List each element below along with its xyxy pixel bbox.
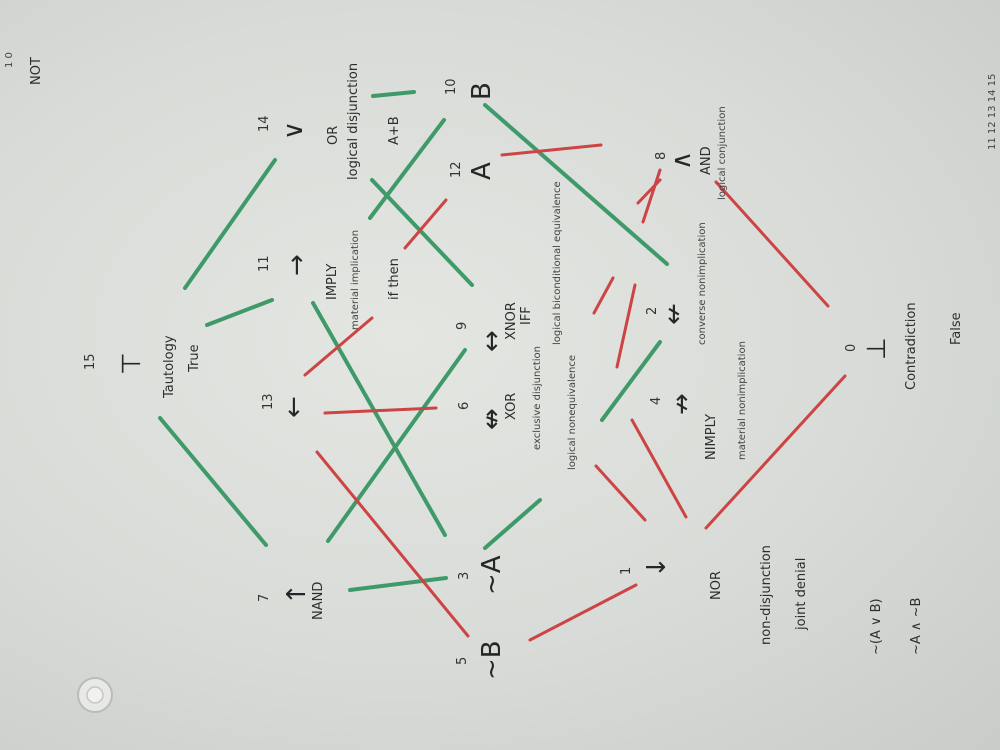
red-edges	[303, 143, 847, 642]
edge-red	[615, 283, 637, 369]
node-8-and-symbol: ∧	[667, 151, 697, 170]
edge-red	[630, 418, 688, 519]
edge-green	[158, 416, 268, 547]
node-14-label-a-plus-b: A+B	[387, 116, 402, 145]
node-12-a-symbol: A	[467, 162, 497, 180]
node-10-b-symbol: B	[467, 82, 497, 100]
node-0-contradiction-symbol: ⊥	[862, 337, 892, 360]
node-11-label-imply: IMPLY	[325, 264, 340, 300]
corner-bottom-digits: 11 12 13 14 15	[987, 74, 998, 150]
edge-red	[528, 583, 638, 642]
edge-red	[323, 406, 438, 415]
node-0-number: 0	[844, 344, 859, 352]
node-9-number: 9	[455, 322, 470, 330]
node-4-label-material-non: material nonimplication	[737, 341, 748, 460]
node-3-number: 3	[457, 572, 472, 580]
edge-green	[371, 90, 416, 98]
node-11-number: 11	[257, 255, 272, 272]
edge-red	[641, 168, 662, 224]
node-6-xor-symbol: ↮	[477, 408, 507, 430]
node-6-label-nonequivalence: logical nonequivalence	[567, 355, 578, 470]
edge-red	[704, 374, 847, 530]
edge-green	[483, 103, 669, 266]
edge-red	[714, 180, 830, 308]
node-2-converse-symbol: ↚	[659, 303, 689, 325]
node-6-label-xor: XOR	[504, 393, 519, 420]
node-15-number: 15	[83, 353, 98, 370]
edge-green	[370, 178, 474, 287]
edge-green	[483, 498, 542, 550]
node-4-label-nimply: NIMPLY	[704, 414, 719, 460]
node-6-label-exclusive: exclusive disjunction	[532, 346, 543, 450]
node-9-label-iff: IFF	[519, 306, 534, 325]
node-9-label-biconditional: logical biconditional equivalence	[552, 181, 563, 345]
node-5-not-b-symbol: ~B	[477, 640, 507, 680]
node-1-label-not-a-and-not-b: ~A ∧ ~B	[909, 598, 924, 655]
node-9-label-xnor: XNOR	[504, 302, 519, 340]
node-11-imply-symbol: →	[282, 254, 312, 276]
node-13-number: 13	[261, 393, 276, 410]
node-1-number: 1	[619, 567, 634, 575]
node-14-or-symbol: ∨	[279, 121, 309, 140]
edge-green	[205, 298, 274, 327]
node-1-label-joint-denial: joint denial	[794, 558, 809, 631]
green-edges	[158, 90, 669, 592]
edge-red	[592, 276, 615, 315]
edge-green	[326, 348, 467, 543]
node-1-label-not-a-or-b: ~(A ∨ B)	[869, 598, 884, 655]
node-14-label-or: OR	[326, 126, 341, 145]
node-7-number: 7	[257, 594, 272, 602]
node-15-label-true: True	[187, 344, 202, 373]
node-13-arrow-symbol: ←	[279, 396, 309, 418]
node-8-label-conjunction: logical conjunction	[717, 106, 728, 200]
node-10-number: 10	[444, 78, 459, 95]
node-7-label-nand: NAND	[311, 582, 326, 620]
node-5-number: 5	[455, 657, 470, 665]
node-14-label-disjunction: logical disjunction	[346, 63, 361, 180]
node-12-number: 12	[449, 161, 464, 178]
node-11-label-material: material implication	[350, 230, 361, 330]
node-7-nand-symbol: ↑	[282, 583, 312, 605]
not-corner-label: NOT	[29, 57, 44, 85]
edge-red	[500, 143, 603, 157]
node-14-number: 14	[257, 115, 272, 132]
node-1-label-non-disjunction: non-disjunction	[759, 545, 774, 645]
node-1-label-nor: NOR	[709, 571, 724, 600]
edge-green	[311, 301, 447, 537]
node-1-nor-symbol: ↓	[642, 556, 672, 578]
edge-green	[348, 576, 448, 592]
node-2-label-converse: converse nonimplication	[697, 222, 708, 345]
node-4-nimply-symbol: ↛	[667, 393, 697, 415]
node-4-number: 4	[649, 397, 664, 405]
edge-red	[303, 316, 374, 377]
node-9-xnor-symbol: ↔	[477, 330, 507, 352]
corner-top-digits: 1 0	[4, 52, 15, 68]
node-6-number: 6	[457, 402, 472, 410]
node-2-number: 2	[645, 307, 660, 315]
edge-red	[315, 450, 470, 638]
node-3-not-a-symbol: ~A	[477, 555, 507, 595]
node-0-label-contradiction: Contradiction	[904, 302, 919, 390]
node-8-label-and: AND	[699, 146, 714, 175]
edge-green	[183, 158, 277, 290]
edge-green	[368, 118, 446, 220]
wall-anchor-center	[86, 686, 104, 704]
edge-green	[600, 340, 662, 422]
edge-red	[403, 198, 448, 250]
node-8-number: 8	[654, 152, 669, 160]
node-15-tautology-symbol: ⊤	[117, 352, 147, 375]
node-11-label-if-then: if then	[387, 258, 402, 300]
node-0-label-false: False	[949, 312, 964, 345]
edge-red	[594, 464, 647, 522]
node-15-label-tautology: Tautology	[162, 335, 177, 399]
